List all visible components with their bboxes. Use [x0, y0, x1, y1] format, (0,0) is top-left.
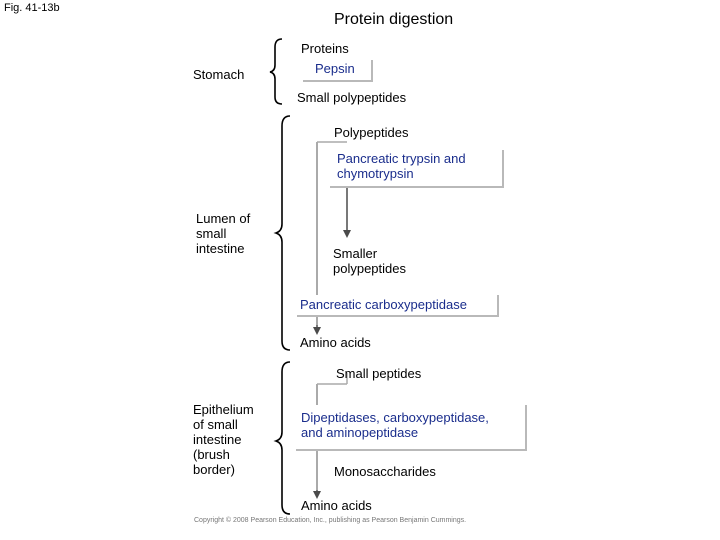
label-small-polypeptides: Small polypeptides: [297, 90, 407, 105]
enzyme-box-pepsin: [303, 60, 373, 82]
copyright-notice: Copyright © 2008 Pearson Education, Inc.…: [194, 517, 467, 524]
stomach-brace: [269, 38, 283, 105]
label-monosaccharides: Monosaccharides: [334, 464, 436, 479]
epithelium-brace: [273, 361, 291, 515]
enzyme-carboxypeptidase: Pancreatic carboxypeptidase: [300, 297, 467, 312]
enzyme-trypsin: Pancreatic trypsin and chymotrypsin: [337, 151, 466, 181]
section-stomach: Stomach: [193, 67, 245, 82]
enzyme-box-trypsin: [330, 150, 504, 188]
label-small-peptides: Small peptides: [336, 366, 422, 381]
label-smaller-polypeptides: Smaller polypeptides: [333, 246, 406, 276]
enzyme-pepsin: Pepsin: [315, 61, 355, 76]
label-amino-acids-2: Amino acids: [301, 498, 372, 513]
section-epithelium: Epithelium of small intestine (brush bor…: [193, 402, 254, 477]
figure-label: Fig. 41-13b: [4, 2, 60, 14]
enzyme-box-carboxypeptidase: [297, 295, 499, 317]
enzyme-box-dipeptidases: [296, 405, 527, 451]
label-polypeptides: Polypeptides: [334, 125, 409, 140]
section-lumen: Lumen of small intestine: [196, 211, 251, 256]
label-proteins: Proteins: [301, 41, 349, 56]
lumen-brace: [273, 115, 291, 351]
diagram-title: Protein digestion: [334, 11, 454, 28]
enzyme-dipeptidases: Dipeptidases, carboxypeptidase, and amin…: [301, 410, 489, 440]
label-amino-acids-1: Amino acids: [300, 335, 371, 350]
